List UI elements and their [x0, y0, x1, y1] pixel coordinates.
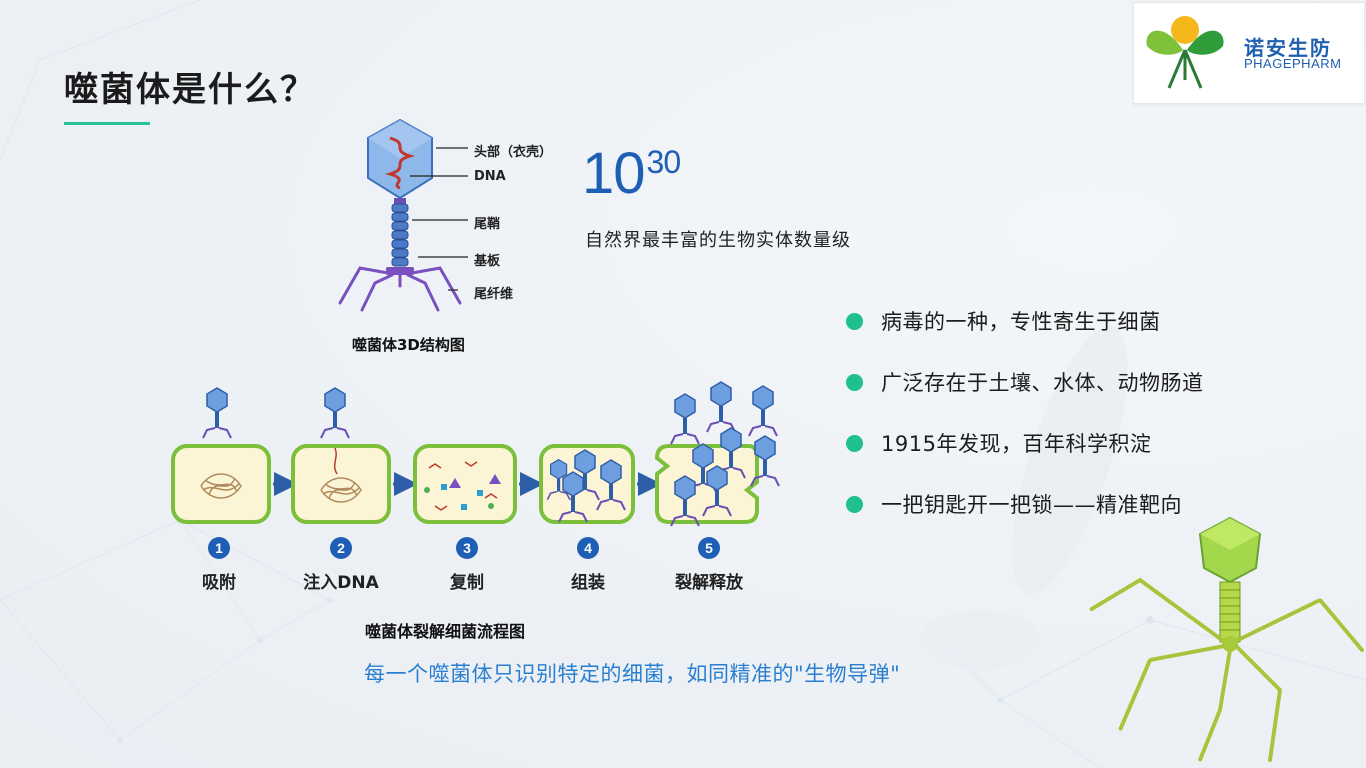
step-number-badge: 5	[698, 537, 720, 559]
step-number-badge: 3	[456, 537, 478, 559]
step-number-badge: 4	[577, 537, 599, 559]
phage-structure-illustration	[338, 118, 468, 312]
bullet-text: 病毒的一种，专性寄生于细菌	[881, 310, 1161, 334]
step-label: 复制	[450, 573, 484, 593]
bullet-dot-icon	[846, 312, 863, 330]
stat-description: 自然界最丰富的生物实体数量级	[585, 230, 851, 251]
bullet-text: 1915年发现，百年科学积淀	[881, 432, 1152, 456]
label-tail-fibers: 尾纤维	[474, 287, 514, 302]
lytic-cycle-illustration	[171, 381, 780, 527]
stat-number: 1030	[582, 140, 682, 207]
title-underline	[64, 122, 150, 125]
bullet-item: 1915年发现，百年科学积淀	[846, 428, 1151, 458]
step-label: 组装	[571, 573, 605, 593]
logo-chinese-name: 诺安生防	[1244, 36, 1332, 60]
label-baseplate: 基板	[474, 254, 501, 269]
label-tail-sheath: 尾鞘	[474, 217, 501, 232]
step-label: 吸附	[202, 573, 236, 593]
bullet-item: 一把钥匙开一把锁——精准靶向	[846, 489, 1182, 519]
page-title: 噬菌体是什么？	[64, 70, 316, 110]
bullet-dot-icon	[846, 434, 863, 452]
structure-caption: 噬菌体3D结构图	[352, 336, 465, 354]
tagline: 每一个噬菌体只识别特定的细菌，如同精准的"生物导弹"	[364, 662, 901, 686]
stat-exponent: 30	[646, 144, 682, 180]
label-dna: DNA	[474, 169, 506, 184]
label-head: 头部（衣壳）	[474, 145, 553, 160]
bullet-text: 一把钥匙开一把锁——精准靶向	[881, 493, 1182, 517]
bullet-dot-icon	[846, 495, 863, 513]
bullet-item: 病毒的一种，专性寄生于细菌	[846, 306, 1161, 336]
step-number-badge: 1	[208, 537, 230, 559]
green-phage-decoration-icon	[1088, 516, 1364, 762]
step-label: 裂解释放	[675, 573, 743, 593]
bullet-item: 广泛存在于土壤、水体、动物肠道	[846, 367, 1204, 397]
bullet-dot-icon	[846, 373, 863, 391]
flow-caption: 噬菌体裂解细菌流程图	[365, 622, 526, 641]
step-label: 注入DNA	[303, 573, 379, 593]
bullet-text: 广泛存在于土壤、水体、动物肠道	[881, 371, 1204, 395]
logo-english-name: PHAGEPHARM	[1244, 56, 1342, 71]
step-number-badge: 2	[330, 537, 352, 559]
plant-sun-icon	[1146, 16, 1224, 89]
stat-base: 10	[582, 141, 646, 206]
